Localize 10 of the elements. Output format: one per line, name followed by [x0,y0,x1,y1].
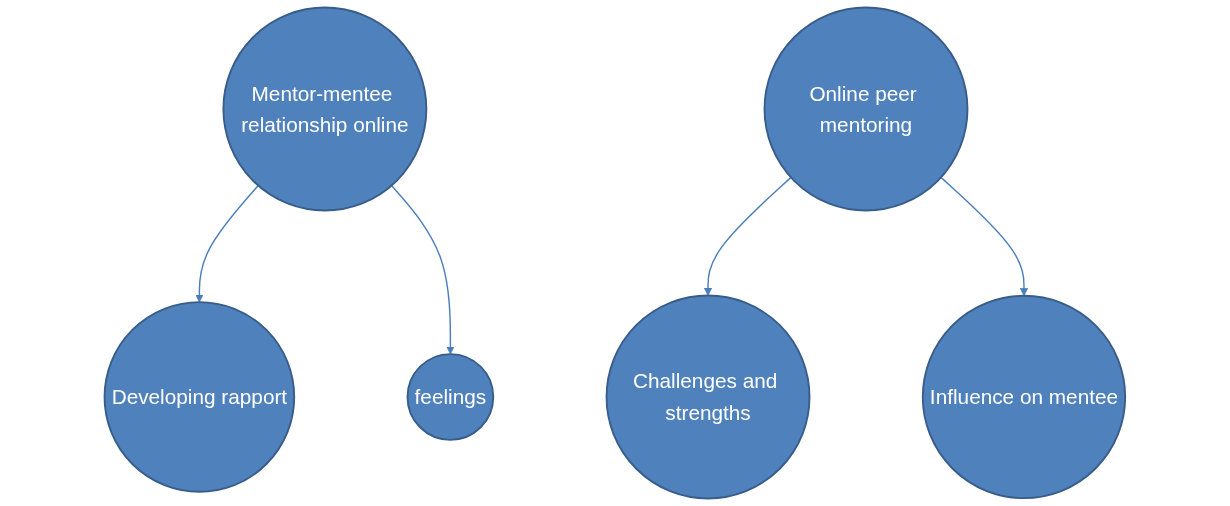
node-circle: Influence on mentee [922,294,1127,500]
node-circle: feelings [406,353,495,441]
node-circle: Mentor-mentee relationship online [222,6,428,212]
arrow [940,176,1029,297]
node-circle: Challenges and strengths [605,294,811,500]
arrow [391,184,455,355]
node-circle: Developing rapport [103,301,296,493]
arrow [195,184,260,303]
node-circle: Online peer mentoring [763,6,969,212]
arrow [704,176,792,296]
